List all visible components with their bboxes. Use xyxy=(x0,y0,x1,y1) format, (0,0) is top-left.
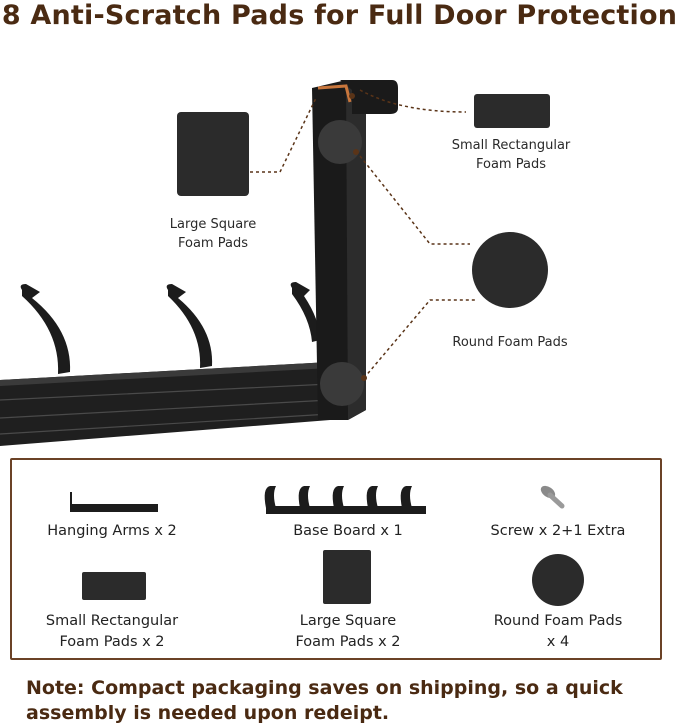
hanging-arm xyxy=(312,80,398,420)
label-line: Large Square xyxy=(299,613,397,629)
hook-right xyxy=(290,282,320,342)
round-pad-upper xyxy=(318,120,362,164)
kit-label-round-pads: Round Foam Pads x 4 xyxy=(474,611,642,653)
label-large-square: Large Square Foam Pads xyxy=(158,215,268,253)
hanging-arm-icon xyxy=(70,492,158,512)
label-line: Round Foam Pads xyxy=(493,613,623,629)
kit-icons xyxy=(70,485,584,606)
label-line: Foam Pads xyxy=(476,157,546,172)
shipping-note: Note: Compact packaging saves on shippin… xyxy=(26,676,666,726)
label-line: x 4 xyxy=(546,634,570,650)
small-rect-foam-pad-icon xyxy=(474,94,550,128)
large-square-pad-icon xyxy=(323,550,371,604)
base-rail xyxy=(0,362,331,446)
label-line: Large Square xyxy=(169,217,257,232)
small-pad-marker xyxy=(317,84,352,103)
kit-label-small-rect-pads: Small Rectangular Foam Pads x 2 xyxy=(26,611,198,653)
kit-label-large-square-pads: Large Square Foam Pads x 2 xyxy=(268,611,428,653)
label-line: Small Rectangular xyxy=(45,613,179,629)
leader-lines xyxy=(250,89,476,379)
small-rect-pad-icon xyxy=(82,572,146,600)
note-line: Note: Compact packaging saves on shippin… xyxy=(26,677,623,699)
large-square-foam-pad-icon xyxy=(177,112,249,196)
kit-contents-box xyxy=(10,458,662,660)
label-small-rect: Small Rectangular Foam Pads xyxy=(438,136,584,174)
note-line: assembly is needed upon redeipt. xyxy=(26,702,390,724)
round-pad-lower xyxy=(320,362,364,406)
base-board-icon xyxy=(264,486,426,514)
label-line: Foam Pads xyxy=(178,236,248,251)
label-line: Foam Pads x 2 xyxy=(59,634,165,650)
round-foam-pad-icon xyxy=(472,232,548,308)
label-round: Round Foam Pads xyxy=(452,335,568,350)
kit-label-hanging-arms: Hanging Arms x 2 xyxy=(47,523,177,539)
hook-left xyxy=(20,284,71,374)
screw-icon xyxy=(540,485,565,509)
kit-label-screw: Screw x 2+1 Extra xyxy=(490,523,626,539)
page-title: 8 Anti-Scratch Pads for Full Door Protec… xyxy=(1,0,678,31)
label-line: Small Rectangular xyxy=(451,138,571,153)
label-line: Foam Pads x 2 xyxy=(295,634,401,650)
hook-middle xyxy=(166,284,213,368)
kit-label-base-board: Base Board x 1 xyxy=(293,523,403,539)
round-pad-icon xyxy=(532,554,584,606)
door-hanger-illustration xyxy=(0,80,550,446)
